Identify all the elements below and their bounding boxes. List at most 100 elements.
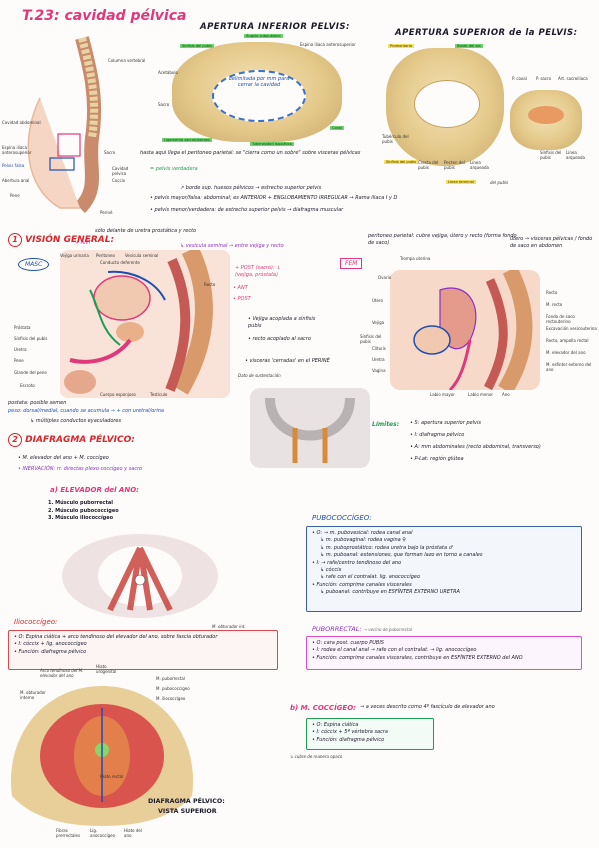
label-cavidad-pelvica: Cavidad pelvica: [112, 166, 129, 176]
coccigeo-o: • O: Espina ciática: [312, 722, 359, 728]
muscle-list: 1. Músculo puborrectal 2. Músculo puboco…: [48, 500, 119, 523]
bottom-label-hiato-rectal: Hiato rectal: [100, 774, 124, 779]
label-columna: Columna vertebral: [108, 58, 146, 63]
sup-label-sinfisis: Sínfisis del pubis: [384, 160, 419, 164]
female-sagittal-image: [390, 270, 540, 390]
limite-i: • I: diafragma pélvico: [410, 432, 465, 438]
fem-side-fondo: Fondo de saco rectouterino: [546, 314, 575, 324]
male-label-sinfisis: Sínfisis del pubis: [14, 336, 48, 341]
sup-label-linea: Línea arqueada: [470, 160, 490, 170]
male-note-vesicula: ↳ vesícula seminal → entre vejiga y rect…: [180, 243, 284, 249]
male-note-ant: + ANT: [75, 240, 91, 246]
diafragma-item-1: • M. elevador del ano + M. coccígeo: [18, 455, 109, 461]
bottom-label-iliococ: M. iliococcígeo: [156, 696, 186, 701]
puborrec-o: • O: cara post. cuerpo PUBIS: [312, 640, 384, 646]
puborrec-f: • Función: comprime canales viscerales, …: [312, 654, 523, 661]
pubococ-6: ↳ cóccix: [320, 567, 342, 574]
puborrec-box: • O: cara post. cuerpo PUBIS • I: rodea …: [306, 636, 582, 670]
male-note-post: + POST (sacro): ↓ (vejiga, próstata): [235, 265, 281, 279]
male-sagittal-drawing: [64, 250, 213, 395]
ilio-extra: M. obturador int.: [212, 624, 246, 629]
pubococ-4: ↳ m. puboanal: extensiones, que forman l…: [320, 552, 483, 559]
ilio-o: • O: Espina ciática + arco tendinoso del…: [14, 634, 218, 640]
limites-title: Límites:: [372, 421, 400, 428]
section-1-header: 1 VISIÓN GENERAL:: [8, 233, 114, 247]
inf-label-espina: Espina iliaca anterosuperior: [300, 42, 356, 47]
male-note-sustentacion: Dato de sustentación: [238, 373, 281, 378]
label-coccix: Coccix: [112, 178, 126, 183]
sup-label-promontorio: Promontorio: [388, 44, 414, 48]
bottom-label-lig-ano: Lig. anococcígeo: [90, 828, 116, 838]
bottom-caption-2: VISTA SUPERIOR: [158, 808, 217, 815]
pubococ-3: ↳ m. puboprostático: rodea uretra bajo l…: [320, 544, 454, 551]
male-label-uretra: Uretra: [14, 347, 27, 352]
section-2-num: 2: [8, 433, 22, 447]
coccigeo-box: • O: Espina ciática • I: cóccix + 5ª vér…: [306, 718, 434, 750]
sup-label-pecten: Pecten del pubis: [444, 160, 465, 170]
bottom-label-arco: Arco tendinoso del M. elevador del ano: [40, 668, 84, 678]
male-label-vesicula: Vesícula seminal: [125, 253, 159, 258]
pubococ-8: • Función: comprime canales viscerales: [312, 581, 412, 588]
male-note-recto: • recto acoplado al sacro: [248, 336, 311, 342]
pelvis-menor-note: = pelvis verdadera: [150, 166, 198, 172]
limite-plat: • P-Lat: región glútea: [410, 456, 464, 462]
limite-s: • S: apertura superior pelvis: [410, 420, 481, 426]
bottom-label-fibras: Fibras prerrectales: [56, 828, 81, 838]
superior-aperture: [414, 80, 480, 128]
sup-label-tuberculo: Tubérculo del pubis: [382, 134, 409, 144]
puborrec-sub: → vecino de puborrectal: [363, 627, 413, 632]
female-sagittal-drawing: [413, 270, 533, 390]
inferior-aperture-ring: [212, 70, 306, 122]
small-label-sinfisis: Sínfisis del pubis: [540, 150, 562, 160]
fem-label-labio-menor: Labio menor: [468, 392, 494, 397]
ilio-title: Iliococcígeo:: [14, 618, 58, 626]
label-perine: Periné: [100, 210, 113, 215]
coccigeo-f: • Función: diafragma pélvico: [312, 736, 385, 743]
pelvic-floor-drawing: [62, 534, 218, 618]
puborrec-title: PUBORRECTAL:: [312, 625, 362, 633]
fem-label-clitoris: Clítoris: [372, 346, 386, 351]
muscle-1: 1. Músculo puborrectal: [48, 500, 113, 506]
hasta-note: hasta aqui llega el peritoneo parietal: …: [140, 150, 361, 156]
pelvic-floor-image: [60, 530, 220, 622]
abertura-superior-title: APERTURA SUPERIOR de la PELVIS:: [395, 28, 578, 38]
inf-label-ligamento: Ligamento sacrotuberoso: [162, 138, 212, 142]
male-label-escroto: Escroto: [20, 383, 35, 388]
fem-label-vagina: Vagina: [372, 368, 386, 373]
ilio-box: • O: Espina ciática + arco tendinoso del…: [8, 630, 278, 670]
sub-a-title: a) ELEVADOR del ANO:: [50, 486, 139, 494]
fem-label-vejiga: Vejiga: [372, 320, 385, 325]
inf-label-angulo: Ángulo subpubiano: [244, 34, 283, 38]
limite-a: • A: mm abdominales (recto abdominal, tr…: [410, 444, 541, 450]
male-label-pene: Pene: [14, 358, 24, 363]
post-note-2: peso: dorsal/medial, cuando se acumula →…: [8, 408, 164, 414]
bottom-diagram-drawing: [10, 686, 194, 826]
male-label-recto: Recto: [204, 282, 216, 287]
fem-label-labio-mayor: Labio mayor: [430, 392, 455, 397]
male-note-ant2: • ANT: [233, 285, 248, 291]
male-label-prostata: Próstata: [14, 325, 31, 330]
bottom-label-pubococ: M. pubococcígeo: [156, 686, 190, 691]
fem-label-ano: Ano: [502, 392, 510, 397]
puborrec-i: • I: rodea el canal anal → rafe con el c…: [312, 647, 477, 654]
abertura-inferior-title: APERTURA INFERIOR PELVIS:: [200, 22, 350, 32]
male-label-cuerpo-esponjoso: Cuerpo esponjoso: [100, 392, 136, 397]
bottom-label-hiato-ano: Hiato del ano: [124, 828, 142, 838]
sagittal-figure: [20, 36, 150, 218]
fem-note-right: útero → vísceras pélvicas / fondo de sac…: [510, 236, 593, 250]
puborrec-header: PUBORRECTAL: → vecino de puborrectal: [312, 625, 412, 633]
small-label-art: Art. sacroilíaca: [558, 76, 588, 81]
label-pene: Pene: [10, 193, 20, 198]
mid-diagram-drawing: [265, 397, 355, 463]
muscle-3: 3. Músculo iliococcígeo: [48, 515, 114, 521]
label-sacro: Sacro: [104, 150, 116, 155]
male-label-testiculo: Testículo: [150, 392, 168, 397]
label-cavidad-abdominal: Cavidad abdominal: [2, 120, 41, 125]
male-note-visceras: • visceras 'cerradas' en el PERINÉ: [245, 358, 330, 364]
male-label-deferente: Conducto deferente: [100, 260, 140, 265]
fem-side-excavacion: Excavación vesicouterina: [546, 326, 597, 331]
small-pelvis-ring: [528, 106, 564, 124]
label-pelvis-falsa: Pelvis falsa: [2, 163, 25, 168]
pubococ-box: • O: → m. pubovesical: rodea canal anal …: [306, 526, 582, 612]
bottom-caption-1: DIAFRAGMA PÉLVICO:: [148, 798, 225, 805]
